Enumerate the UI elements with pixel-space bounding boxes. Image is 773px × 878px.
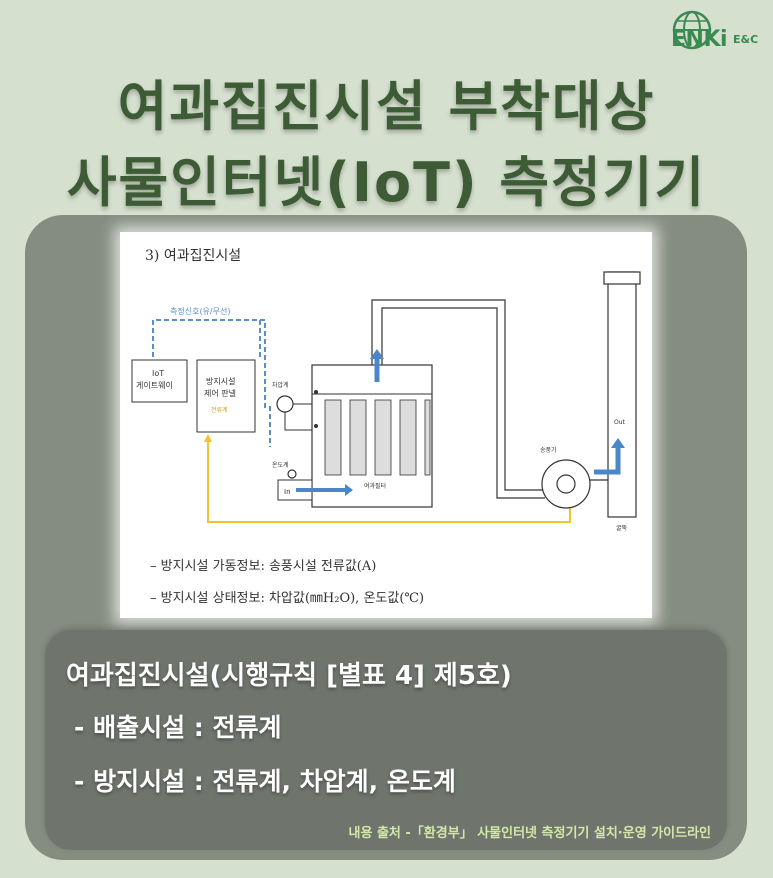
info-box — [45, 630, 727, 850]
headline-line2: 사물인터넷(IoT) 측정기기 — [66, 151, 707, 214]
logo-text: ENKi — [671, 27, 728, 52]
info-line-1: - 배출시설 : 전류계 — [74, 713, 282, 742]
signal-lines — [152, 319, 271, 447]
filter-label: 여과필터 — [364, 482, 386, 490]
signal-label: 측정신호(유/무선) — [170, 306, 230, 316]
process-diagram: 3) 여과집진시설 측정신호(유/무선) IoT 게이트웨이 방지시설 제어 판… — [131, 248, 641, 606]
gateway-label-2: 게이트웨이 — [136, 380, 173, 390]
inlet-label: In — [284, 488, 291, 496]
note-1: – 방지시설 가동정보: 송풍시설 전류값(A) — [150, 559, 376, 574]
panel-sub: 전류계 — [211, 406, 228, 414]
filter-bags — [324, 399, 431, 476]
gateway-label-1: IoT — [152, 369, 164, 378]
headline-line1: 여과집진시설 부착대상 — [117, 75, 656, 138]
globe-icon — [672, 10, 712, 50]
note-2: – 방지시설 상태정보: 차압값(㎜H₂O), 온도값(℃) — [150, 591, 424, 606]
thermometer-label: 온도계 — [272, 461, 289, 469]
diff-pressure-label: 차압계 — [272, 381, 289, 389]
iot-gateway-box — [131, 359, 188, 403]
power-line — [207, 442, 571, 523]
diff-pressure-gauge — [276, 395, 294, 413]
panel-label-1: 방지시설 — [206, 376, 235, 386]
info-line-2: - 방지시설 : 전류계, 차압계, 온도계 — [74, 767, 456, 796]
stack — [607, 271, 637, 518]
power-arrow — [204, 434, 212, 442]
control-panel-box — [196, 359, 256, 433]
stack-flow — [594, 446, 621, 475]
diagram-card: 3) 여과집진시설 측정신호(유/무선) IoT 게이트웨이 방지시설 제어 판… — [120, 232, 652, 618]
panel-label-2: 제어 판넬 — [204, 388, 236, 398]
outlet-label: Out — [614, 419, 626, 426]
thermometer-gauge — [287, 469, 297, 479]
stack-label: 굴뚝 — [616, 525, 628, 532]
diagram-title: 3) 여과집진시설 — [145, 248, 241, 264]
info-title: 여과집진시설(시행규칙 [별표 4] 제5호) — [66, 661, 512, 691]
source-credit: 내용 출처 -「환경부」 사물인터넷 측정기기 설치·운영 가이드라인 — [348, 826, 712, 841]
logo-sub: E&C — [733, 33, 759, 46]
fan-label: 송풍기 — [540, 446, 557, 454]
